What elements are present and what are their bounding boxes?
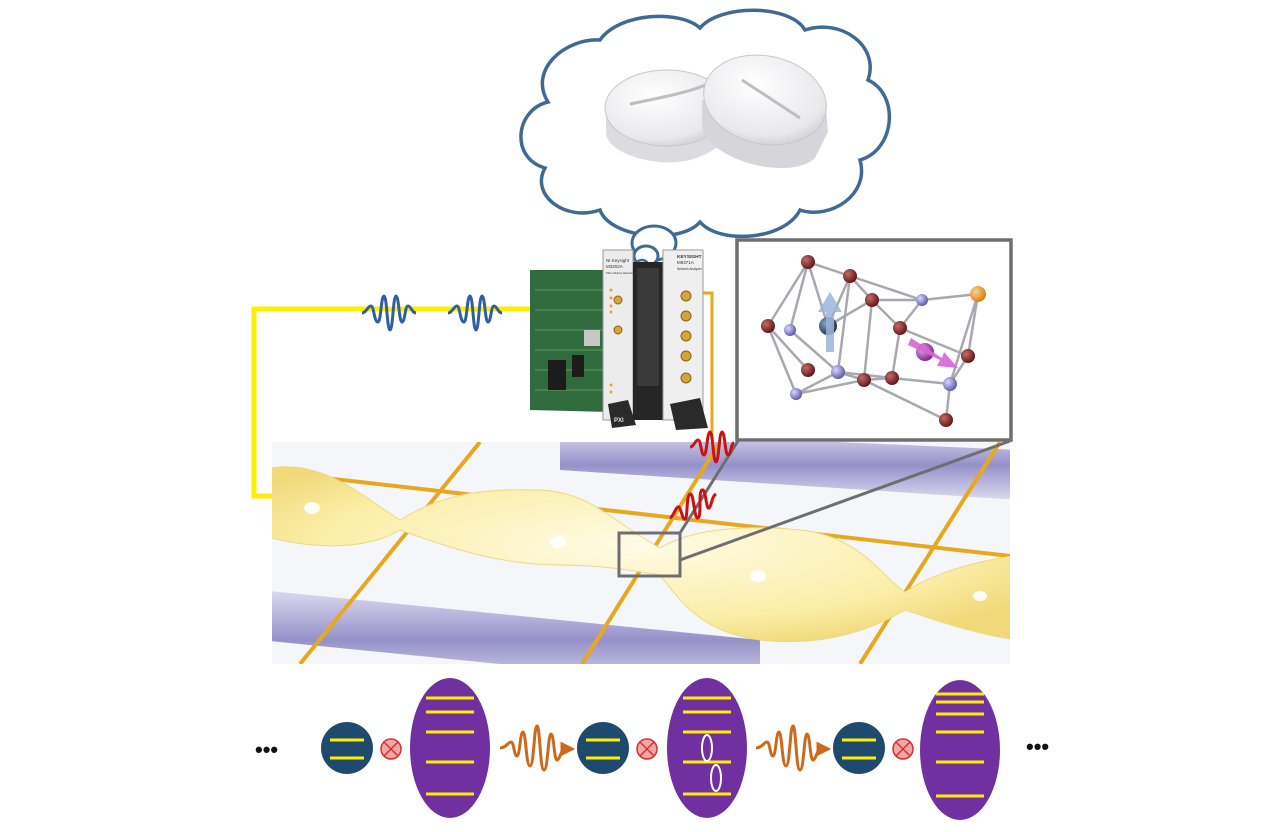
sma-connectors	[613, 290, 692, 384]
drive-pulse-2	[447, 294, 503, 332]
atom	[939, 413, 953, 427]
lattice-atoms	[761, 255, 986, 427]
qubit-resonator-chain: ••• •••	[255, 678, 1049, 820]
resonator-1	[410, 678, 490, 818]
atom	[893, 321, 907, 335]
card1-desc: PXIe Arbitrary Waveform Generator	[606, 271, 647, 275]
card1-model: M3202A	[606, 264, 623, 269]
pill-left	[604, 69, 730, 163]
atom	[916, 294, 928, 306]
status-leds	[609, 288, 613, 394]
drive-pulses	[361, 294, 503, 332]
waveguide-top	[560, 442, 1010, 500]
photon-link-2	[755, 724, 832, 772]
transition-loop-lower	[710, 764, 722, 792]
resonator-3	[920, 680, 1000, 820]
readout-pulse-2	[669, 488, 717, 521]
readout-pulse-1	[689, 430, 735, 464]
thought-cloud	[519, 8, 891, 272]
card1-front-panel	[602, 249, 634, 421]
card2-model: M9371A	[677, 260, 694, 265]
waveguide-bottom	[272, 591, 760, 664]
qubit-1	[321, 722, 373, 774]
inset-frame	[735, 238, 1013, 442]
card2-brand: KEYSIGHT	[677, 254, 702, 260]
zoom-region-box	[617, 531, 682, 578]
spin-arrow-tilted	[908, 338, 958, 368]
spin-arrow-up	[818, 292, 842, 352]
resonator-2	[667, 678, 747, 818]
card2-desc: Network Analyzer	[677, 267, 703, 271]
transition-loop-upper	[701, 734, 713, 762]
pxi-instrument: NI Keysight M3202A PXIe Arbitrary Wavefo…	[530, 249, 708, 430]
atom	[761, 319, 775, 333]
zoom-line-lower	[679, 439, 1011, 562]
atom	[790, 388, 802, 400]
ejector-handle-right	[670, 398, 708, 430]
atom	[961, 349, 975, 363]
atom	[843, 269, 857, 283]
lattice-inset	[735, 238, 1013, 442]
ejector-handle-left	[608, 400, 636, 428]
chain-ellipsis-left: •••	[255, 737, 278, 762]
card1-brand: NI Keysight	[606, 258, 630, 263]
signal-cable	[251, 306, 610, 499]
chain-ellipsis-right: •••	[1026, 734, 1049, 759]
atom	[943, 377, 957, 391]
qubit-3	[833, 722, 885, 774]
atom	[801, 363, 815, 377]
qubit-2	[577, 722, 629, 774]
atom	[857, 373, 871, 387]
pill-right	[702, 54, 828, 169]
atom	[885, 371, 899, 385]
waveguide-panel	[272, 442, 1010, 664]
atom	[831, 365, 845, 379]
drive-pulse-1	[361, 294, 417, 332]
coupler-1	[380, 738, 402, 760]
coupler-2	[636, 738, 658, 760]
readout-pulses	[669, 430, 735, 521]
photon-link-1	[499, 724, 576, 772]
chassis-label: PXI	[614, 418, 624, 424]
atom	[865, 293, 879, 307]
atom	[784, 324, 796, 336]
coupler-3	[892, 738, 914, 760]
atom	[970, 286, 986, 302]
beaded-fiber	[272, 466, 1010, 643]
atom	[801, 255, 815, 269]
